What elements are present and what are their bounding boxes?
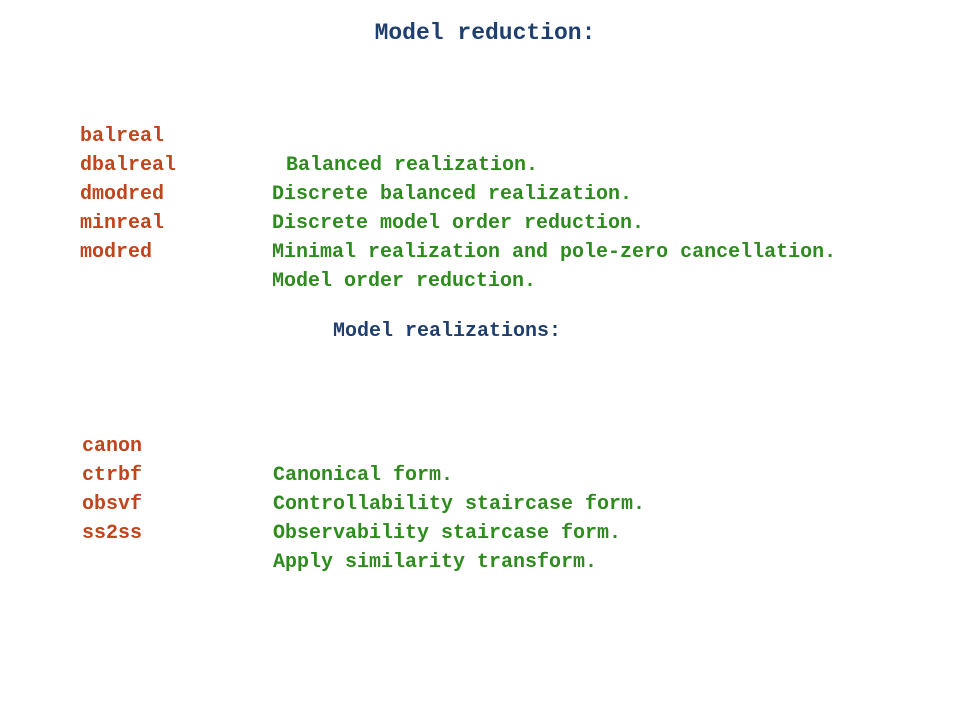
model-reduction-list: balreal Balanced realization. dbalreal D… <box>0 93 960 293</box>
command-name: balreal <box>80 125 165 148</box>
command-name: canon <box>82 435 143 458</box>
list-item: modred Model order reduction. <box>0 209 960 293</box>
command-name: dmodred <box>80 183 165 206</box>
model-realizations-list: canon Canonical form. ctrbf Controllabil… <box>0 403 960 574</box>
command-name: minreal <box>80 212 165 235</box>
list-item: minreal Minimal realization and pole-zer… <box>0 180 960 264</box>
command-description: Minimal realization and pole-zero cancel… <box>272 241 837 264</box>
list-item: dbalreal Discrete balanced realization. <box>0 122 960 206</box>
list-item: obsvf Observability staircase form. <box>0 461 960 545</box>
command-name: obsvf <box>82 493 143 516</box>
model-reduction-heading: Model reduction: <box>374 20 596 46</box>
list-item: ss2ss Apply similarity transform. <box>0 490 960 574</box>
command-name: ss2ss <box>82 522 143 545</box>
command-description: Discrete balanced realization. <box>272 183 633 206</box>
command-description: Apply similarity transform. <box>273 551 598 574</box>
list-item: balreal Balanced realization. <box>0 93 960 177</box>
command-description: Canonical form. <box>273 464 454 487</box>
command-name: modred <box>80 241 153 264</box>
command-description: Model order reduction. <box>272 270 537 293</box>
command-description: Balanced realization. <box>286 154 539 177</box>
list-item: canon Canonical form. <box>0 403 960 487</box>
model-realizations-heading: Model realizations: <box>333 320 562 343</box>
command-description: Observability staircase form. <box>273 522 622 545</box>
list-item: ctrbf Controllability staircase form. <box>0 432 960 516</box>
list-item: dmodred Discrete model order reduction. <box>0 151 960 235</box>
command-description: Controllability staircase form. <box>273 493 646 516</box>
command-description: Discrete model order reduction. <box>272 212 645 235</box>
command-name: ctrbf <box>82 464 143 487</box>
command-name: dbalreal <box>80 154 177 177</box>
